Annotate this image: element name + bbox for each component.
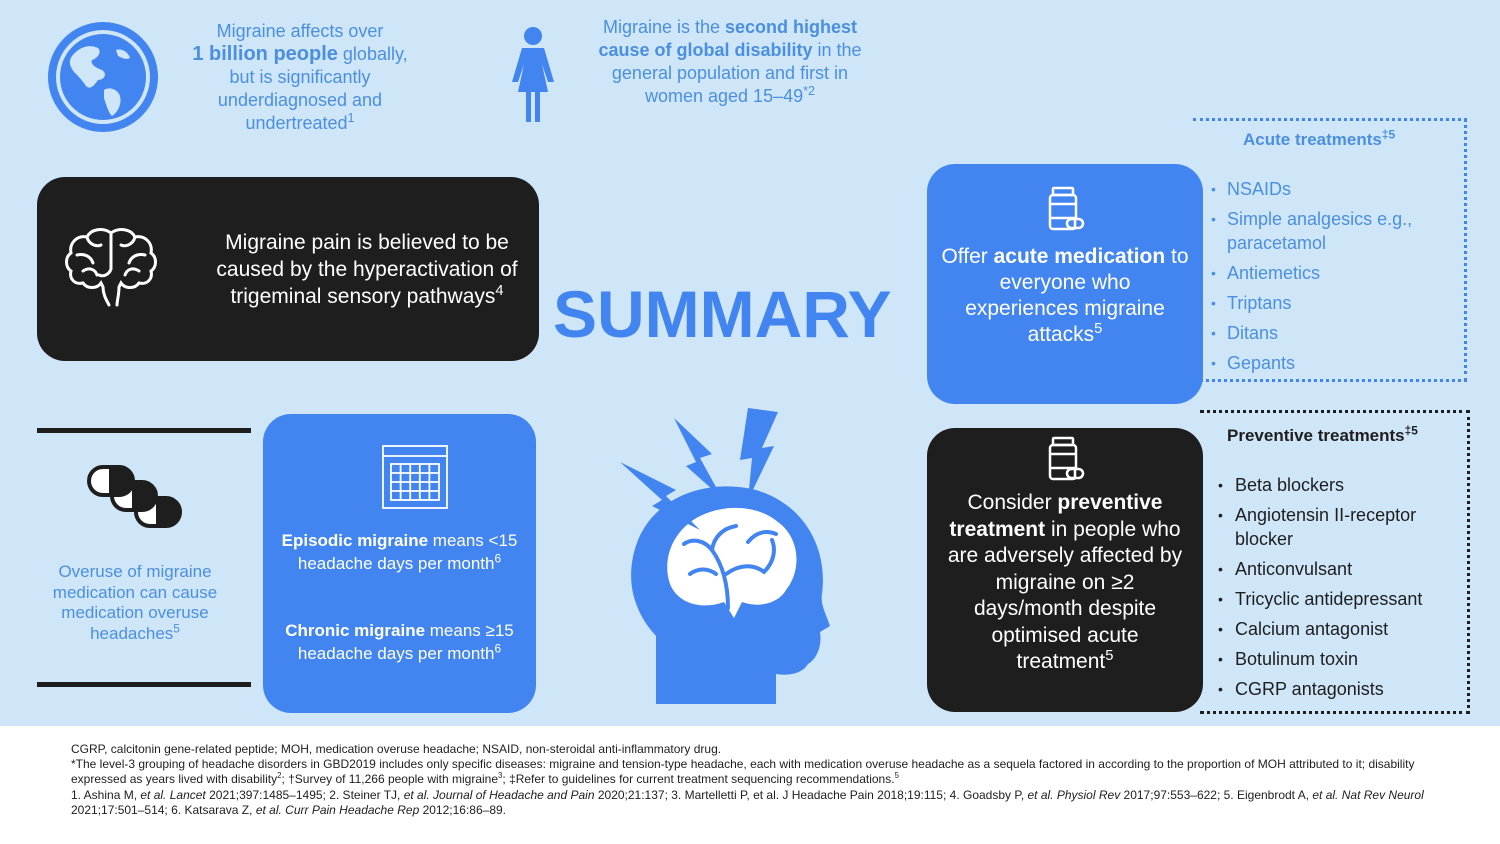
infographic-panel: Migraine affects over 1 billion people g…: [0, 0, 1500, 726]
globe-stat-line: Migraine affects over: [216, 21, 384, 41]
acute-treatments-list: Acute treatments‡5 NSAIDs Simple analges…: [1193, 118, 1467, 382]
calendar-icon: [382, 445, 448, 509]
acute-treatments-items: NSAIDs Simple analgesics e.g., paracetam…: [1211, 177, 1431, 381]
globe-stat-text: Migraine affects over 1 billion people g…: [150, 20, 450, 135]
list-item: Tricyclic antidepressant: [1218, 587, 1448, 611]
woman-stat-bold: second highest cause of global disabilit…: [598, 17, 858, 60]
preventive-consider-text: Consider preventive treatment in people …: [941, 490, 1189, 676]
reference-journal: et al. Nat Rev Neurol: [1312, 787, 1424, 802]
pathway-box: Migraine pain is believed to be caused b…: [37, 177, 539, 361]
reference-text: 2017;97:553–622; 5. Eigenbrodt A,: [1120, 787, 1313, 802]
pathway-text-body: Migraine pain is believed to be caused b…: [216, 231, 518, 308]
reference-superscript: 6: [494, 550, 502, 565]
list-item: Antiemetics: [1211, 261, 1431, 285]
overuse-text-body: Overuse of migraine medication can cause…: [52, 562, 218, 643]
acute-treatments-heading-text: Acute treatments: [1243, 130, 1382, 149]
divider: [37, 428, 251, 433]
woman-stat-pre: Migraine is the: [602, 17, 726, 37]
acute-offer-text: Offer acute medication to everyone who e…: [941, 244, 1189, 348]
list-item: CGRP antagonists: [1218, 677, 1448, 701]
footer-notes: CGRP, calcitonin gene-related peptide; M…: [71, 742, 1471, 818]
acute-treatments-heading: Acute treatments‡5: [1243, 127, 1396, 150]
footer-footnotes: *The level-3 grouping of headache disord…: [71, 757, 1471, 787]
list-item: Beta blockers: [1218, 473, 1448, 497]
reference-superscript: 4: [495, 283, 504, 299]
pill-bottle-icon: [1048, 186, 1085, 231]
preventive-treatments-list: Preventive treatments‡5 Beta blockers An…: [1200, 410, 1470, 714]
reference-journal: et al. Curr Pain Headache Rep: [255, 802, 420, 817]
reference-superscript: 2: [277, 771, 282, 781]
list-item: Angiotensin II-receptor blocker: [1218, 503, 1448, 551]
woman-stat-post: in the general population and first in w…: [611, 40, 862, 106]
list-item: Anticonvulsant: [1218, 557, 1448, 581]
reference-text: 2021;17:501–514; 6. Katsarava Z,: [71, 802, 256, 817]
preventive-consider-post: in people who are adversely affected by …: [947, 517, 1183, 674]
list-item: Botulinum toxin: [1218, 647, 1448, 671]
list-item: Simple analgesics e.g., paracetamol: [1211, 207, 1431, 255]
reference-superscript: 3: [498, 771, 503, 781]
footnote-text: *The level-3 grouping of headache disord…: [71, 757, 1415, 787]
brain-icon: [65, 228, 157, 307]
episodic-rest: means <15 headache days per month: [297, 531, 518, 573]
reference-superscript: *2: [803, 84, 816, 98]
acute-offer-post: to everyone who experiences migraine att…: [965, 245, 1189, 346]
summary-title: SUMMARY: [553, 277, 892, 351]
overuse-text: Overuse of migraine medication can cause…: [37, 562, 233, 644]
pathway-text: Migraine pain is believed to be caused b…: [207, 229, 527, 310]
headache-head-icon: [620, 408, 830, 704]
episodic-bold: Episodic migraine: [281, 531, 429, 550]
reference-superscript: 5: [1094, 321, 1103, 337]
preventive-treatments-items: Beta blockers Angiotensin II-receptor bl…: [1218, 473, 1448, 707]
acute-offer-box: Offer acute medication to everyone who e…: [927, 164, 1203, 404]
reference-text: 2021;397:1485–1495; 2. Steiner TJ,: [205, 787, 404, 802]
capsules-icon: [87, 465, 182, 528]
reference-superscript: 6: [494, 640, 502, 655]
reference-superscript: ‡5: [1404, 423, 1418, 438]
globe-stat-line: but is significantly: [229, 67, 371, 87]
chronic-bold: Chronic migraine: [285, 621, 426, 640]
reference-text: 2012;16:86–89.: [419, 802, 506, 817]
preventive-treatments-heading-text: Preventive treatments: [1227, 426, 1405, 445]
reference-superscript: 5: [1105, 648, 1114, 664]
footnote-text: ; †Survey of 11,266 people with migraine: [281, 772, 499, 787]
list-item: Calcium antagonist: [1218, 617, 1448, 641]
episodic-definition: Episodic migraine means <15 headache day…: [273, 530, 526, 575]
reference-text: 2020;21:137; 3. Martelletti P, et al. J …: [594, 787, 1028, 802]
globe-stat-rest: globally,: [337, 44, 408, 64]
globe-stat-line: underdiagnosed and: [217, 90, 383, 110]
acute-offer-bold: acute medication: [993, 245, 1166, 268]
acute-offer-pre: Offer: [941, 245, 994, 268]
chronic-definition: Chronic migraine means ≥15 headache days…: [273, 620, 526, 665]
preventive-consider-box: Consider preventive treatment in people …: [927, 428, 1203, 712]
preventive-treatments-heading: Preventive treatments‡5: [1227, 423, 1418, 446]
footer-abbreviations: CGRP, calcitonin gene-related peptide; M…: [71, 742, 722, 756]
woman-stat-text: Migraine is the second highest cause of …: [590, 16, 870, 108]
reference-journal: et al. Physiol Rev: [1027, 787, 1121, 802]
divider: [37, 682, 251, 687]
definitions-box: Episodic migraine means <15 headache day…: [263, 414, 536, 713]
pill-bottle-icon: [1048, 436, 1085, 481]
preventive-consider-bold: preventive treatment: [949, 491, 1163, 541]
list-item: Gepants: [1211, 351, 1431, 375]
footnote-text: ; ‡Refer to guidelines for current treat…: [502, 772, 895, 787]
list-item: Ditans: [1211, 321, 1431, 345]
reference-superscript: 5: [894, 771, 899, 781]
globe-stat-bold: 1 billion people: [192, 43, 338, 65]
globe-stat-line5: undertreated: [245, 113, 348, 133]
reference-superscript: 5: [173, 620, 180, 635]
preventive-consider-pre: Consider: [967, 491, 1058, 514]
globe-stat-line: 1 billion people globally,: [150, 43, 450, 66]
reference-journal: et al. Lancet: [140, 787, 206, 802]
reference-text: 1. Ashina M,: [71, 787, 141, 802]
list-item: Triptans: [1211, 291, 1431, 315]
footer-references: 1. Ashina M, et al. Lancet 2021;397:1485…: [71, 788, 1471, 818]
globe-icon: [48, 22, 158, 132]
list-item: NSAIDs: [1211, 177, 1431, 201]
reference-superscript: 1: [347, 111, 355, 125]
chronic-rest: means ≥15 headache days per month: [297, 621, 514, 663]
reference-superscript: ‡5: [1381, 127, 1396, 142]
globe-stat-line: undertreated1: [150, 112, 450, 135]
woman-icon: [512, 27, 554, 122]
reference-journal: et al. Journal of Headache and Pain: [403, 787, 595, 802]
